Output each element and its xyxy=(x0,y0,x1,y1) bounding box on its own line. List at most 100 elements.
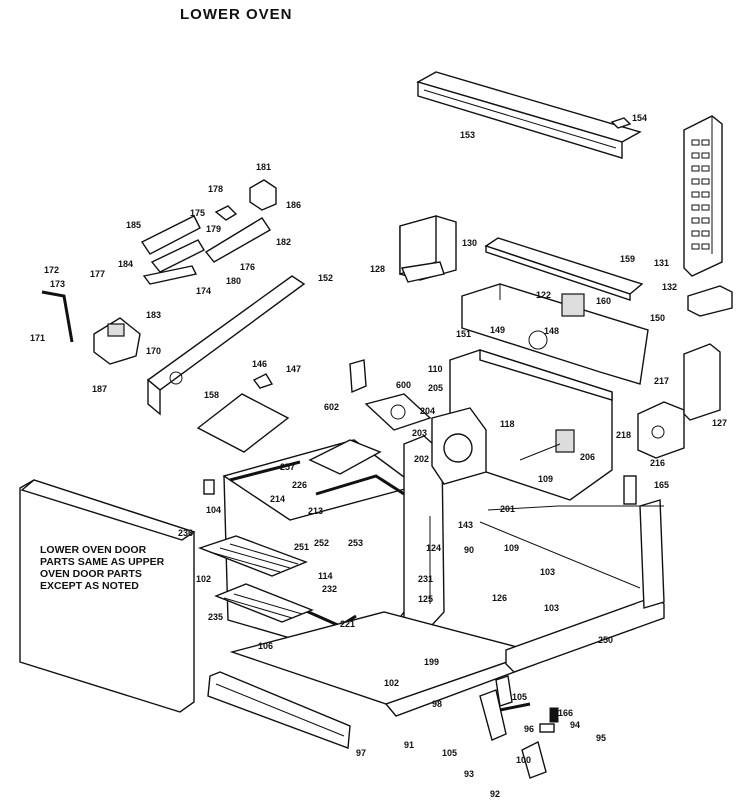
callout-152: 152 xyxy=(318,273,333,283)
callout-217: 217 xyxy=(654,376,669,386)
callout-179: 179 xyxy=(206,224,221,234)
callout-97: 97 xyxy=(356,748,366,758)
callout-170: 170 xyxy=(146,346,161,356)
part-206-thermostat xyxy=(519,429,575,461)
callout-221: 221 xyxy=(340,619,355,629)
part-106-side-rail xyxy=(505,499,665,673)
callout-90: 90 xyxy=(464,545,474,555)
part-185-175-hinge-arms xyxy=(140,215,271,285)
callout-203: 203 xyxy=(412,428,427,438)
part-92-bracket xyxy=(521,740,547,779)
callout-235: 235 xyxy=(208,612,223,622)
callout-124: 124 xyxy=(426,543,441,553)
callout-153: 153 xyxy=(460,130,475,140)
callout-154: 154 xyxy=(632,113,647,123)
part-158-bracket xyxy=(196,393,290,453)
part-130-box xyxy=(399,215,457,283)
door-note-line: EXCEPT AS NOTED xyxy=(40,580,139,592)
door-note-line: OVEN DOOR PARTS xyxy=(40,568,142,580)
callout-150: 150 xyxy=(650,313,665,323)
callout-148: 148 xyxy=(544,326,559,336)
callout-103: 103 xyxy=(544,603,559,613)
callout-173: 173 xyxy=(50,279,65,289)
callout-216: 216 xyxy=(650,458,665,468)
part-204-fan-housing xyxy=(431,407,487,485)
callout-199: 199 xyxy=(424,657,439,667)
part-600-vent xyxy=(364,393,432,431)
callout-252: 252 xyxy=(314,538,329,548)
part-181-block xyxy=(249,179,277,211)
callout-109: 109 xyxy=(538,474,553,484)
callout-92: 92 xyxy=(490,789,500,799)
part-105-bottom-frame xyxy=(229,611,539,717)
part-178-clip xyxy=(214,205,238,221)
part-153-top-rail xyxy=(416,71,642,159)
callout-160: 160 xyxy=(596,296,611,306)
part-109-rail xyxy=(487,505,664,511)
page-title: LOWER OVEN xyxy=(180,6,293,23)
callout-127: 127 xyxy=(712,418,727,428)
part-165-bracket xyxy=(623,475,637,505)
callout-171: 171 xyxy=(30,333,45,343)
callout-183: 183 xyxy=(146,310,161,320)
callout-236: 236 xyxy=(178,528,193,538)
callout-151: 151 xyxy=(456,329,471,339)
callout-166: 166 xyxy=(558,708,573,718)
callout-165: 165 xyxy=(654,480,669,490)
part-146-bracket xyxy=(252,373,274,389)
callout-94: 94 xyxy=(570,720,580,730)
part-166-bracket xyxy=(495,675,513,707)
callout-109: 109 xyxy=(504,543,519,553)
callout-91: 91 xyxy=(404,740,414,750)
part-602-switch xyxy=(349,359,367,394)
callout-231: 231 xyxy=(418,574,433,584)
callout-257: 257 xyxy=(280,462,295,472)
callout-232: 232 xyxy=(322,584,337,594)
callout-178: 178 xyxy=(208,184,223,194)
callout-125: 125 xyxy=(418,594,433,604)
part-103-rod xyxy=(479,521,641,589)
callout-105: 105 xyxy=(442,748,457,758)
part-132-bracket xyxy=(687,285,733,317)
part-171-rod xyxy=(41,290,74,343)
part-95-pin xyxy=(539,723,555,733)
callout-186: 186 xyxy=(286,200,301,210)
oven-door-panel xyxy=(19,479,196,713)
callout-93: 93 xyxy=(464,769,474,779)
callout-103: 103 xyxy=(540,567,555,577)
part-170-hinge xyxy=(93,317,141,365)
callout-96: 96 xyxy=(524,724,534,734)
callout-143: 143 xyxy=(458,520,473,530)
callout-213: 213 xyxy=(308,506,323,516)
callout-158: 158 xyxy=(204,390,219,400)
part-159-panel xyxy=(484,237,644,301)
part-104-plug xyxy=(203,479,215,495)
callout-126: 126 xyxy=(492,593,507,603)
part-110-back-panel xyxy=(449,349,613,501)
callout-174: 174 xyxy=(196,286,211,296)
callout-218: 218 xyxy=(616,430,631,440)
callout-206: 206 xyxy=(580,452,595,462)
part-91-kick-panel xyxy=(207,671,351,749)
part-216-box xyxy=(637,401,685,459)
callout-147: 147 xyxy=(286,364,301,374)
part-217-bracket xyxy=(683,343,721,421)
callout-95: 95 xyxy=(596,733,606,743)
callout-214: 214 xyxy=(270,494,285,504)
callout-102: 102 xyxy=(384,678,399,688)
callout-118: 118 xyxy=(500,419,515,429)
callout-226: 226 xyxy=(292,480,307,490)
callout-102: 102 xyxy=(196,574,211,584)
door-note-line: PARTS SAME AS UPPER xyxy=(40,556,165,568)
callout-172: 172 xyxy=(44,265,59,275)
door-note-line: LOWER OVEN DOOR xyxy=(40,544,147,556)
part-150-control-bracket xyxy=(461,283,649,385)
callout-106: 106 xyxy=(258,641,273,651)
callout-205: 205 xyxy=(428,383,443,393)
callout-132: 132 xyxy=(662,282,677,292)
callout-250: 250 xyxy=(598,635,613,645)
callout-185: 185 xyxy=(126,220,141,230)
callout-600: 600 xyxy=(396,380,411,390)
